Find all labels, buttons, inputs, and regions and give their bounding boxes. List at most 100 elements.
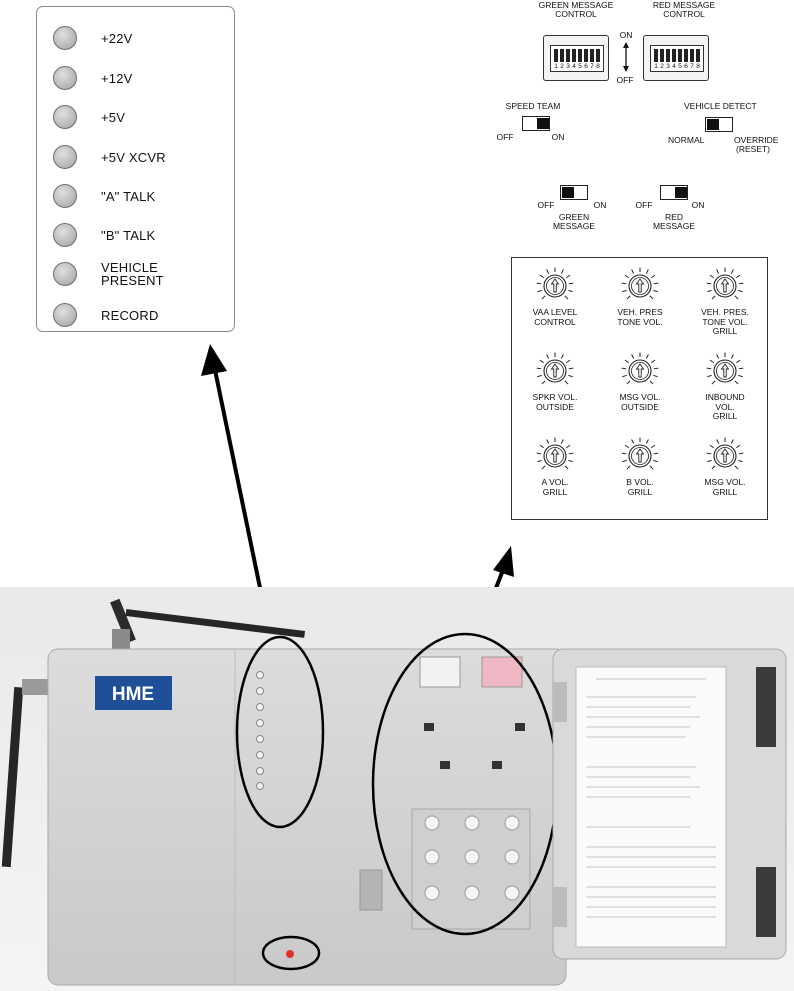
speed-team-title: SPEED TEAM [505, 101, 561, 111]
led-label: +22V [101, 30, 133, 46]
toggle-knob [537, 118, 549, 129]
green-message-toggle[interactable] [560, 185, 588, 200]
dip-key[interactable] [554, 49, 558, 62]
dip-key-number: 8 [696, 63, 700, 70]
green-message-on-label: ON [593, 200, 607, 210]
callout-ellipse-leds [235, 635, 325, 829]
vehicle-detect-normal-label: NORMAL [668, 135, 705, 145]
knob-label: B VOL. GRILL [626, 477, 654, 497]
speed-team-on-label: ON [551, 132, 565, 142]
rotary-knob-icon [706, 437, 744, 470]
knob-inbound-vol-grill[interactable]: INBOUND VOL. GRILL [682, 351, 768, 422]
device-toggle [492, 761, 502, 769]
device-toggle [424, 723, 434, 731]
knob-label: INBOUND VOL. GRILL [705, 392, 745, 421]
device-dip-switch [419, 656, 461, 688]
dip-key[interactable] [572, 49, 576, 62]
dip-key-number: 4 [572, 63, 576, 70]
led-row-a-talk: "A" TALK [53, 183, 155, 209]
vehicle-detect-toggle[interactable] [705, 117, 733, 132]
lid-magnet-strip [756, 867, 776, 937]
device-toggle [515, 723, 525, 731]
knob-msg-vol-grill[interactable]: MSG VOL. GRILL [682, 436, 768, 497]
knob-veh-pres-tone-grill[interactable]: VEH. PRES. TONE VOL. GRILL [682, 266, 768, 337]
knob-vaa-level[interactable]: VAA LEVEL CONTROL [512, 266, 598, 327]
dip-key-number: 1 [654, 63, 658, 70]
volume-knob-panel: VAA LEVEL CONTROL VEH. PRES TONE VOL. VE… [511, 257, 768, 520]
dip-key[interactable] [596, 49, 600, 62]
speed-team-off-label: OFF [496, 132, 514, 142]
toggle-knob [675, 187, 687, 198]
led-indicator-icon [53, 105, 77, 129]
dip-key[interactable] [566, 49, 570, 62]
knob-msg-vol-outside[interactable]: MSG VOL. OUTSIDE [597, 351, 683, 412]
led-row-b-talk: "B" TALK [53, 222, 155, 248]
led-indicator-icon [53, 26, 77, 50]
dip-off-label: OFF [616, 75, 634, 85]
arrow-head-icon [493, 546, 514, 577]
device-photo: HME [0, 587, 794, 991]
dip-key-number: 7 [690, 63, 694, 70]
speed-team-toggle[interactable] [522, 116, 550, 131]
led-row-22v: +22V [53, 25, 133, 51]
dip-key-number: 5 [678, 63, 682, 70]
led-indicator-icon [53, 223, 77, 247]
knob-label: MSG VOL. GRILL [704, 477, 746, 497]
led-row-5v-xcvr: +5V XCVR [53, 144, 166, 170]
dip-key[interactable] [684, 49, 688, 62]
knob-label: SPKR VOL. OUTSIDE [532, 392, 578, 412]
dip-key[interactable] [578, 49, 582, 62]
knob-label: MSG VOL. OUTSIDE [619, 392, 661, 412]
dip-key[interactable] [678, 49, 682, 62]
dip-key[interactable] [560, 49, 564, 62]
led-row-vehicle-present: VEHICLE PRESENT [53, 261, 164, 287]
dip-key-number: 8 [596, 63, 600, 70]
knob-veh-pres-tone[interactable]: VEH. PRES TONE VOL. [597, 266, 683, 327]
dip-key-number: 5 [578, 63, 582, 70]
instruction-card-text-lines [586, 678, 716, 918]
dip-key[interactable] [672, 49, 676, 62]
vehicle-detect-override-label: OVERRIDE (RESET) [734, 135, 779, 154]
dip-key[interactable] [666, 49, 670, 62]
dip-key-number: 4 [672, 63, 676, 70]
green-dip-title: GREEN MESSAGE CONTROL [538, 0, 614, 19]
red-message-label: RED MESSAGE [652, 212, 696, 231]
dip-key-number: 3 [566, 63, 570, 70]
rotary-knob-icon [536, 267, 574, 300]
arrow-head-icon [201, 344, 227, 376]
led-label: "A" TALK [101, 188, 156, 204]
dip-on-label: ON [619, 30, 633, 40]
dip-key[interactable] [696, 49, 700, 62]
dip-key[interactable] [660, 49, 664, 62]
dip-key[interactable] [654, 49, 658, 62]
lid-magnet-strip [756, 667, 776, 747]
green-message-off-label: OFF [537, 200, 555, 210]
led-indicator-icon [53, 184, 77, 208]
brand-logo [95, 676, 172, 710]
lid-hinge [553, 887, 567, 927]
red-message-off-label: OFF [635, 200, 653, 210]
rotary-knob-icon [621, 352, 659, 385]
toggle-knob [562, 187, 574, 198]
red-dip-title: RED MESSAGE CONTROL [652, 0, 716, 19]
green-message-label: GREEN MESSAGE [552, 212, 596, 231]
dip-key-number: 3 [666, 63, 670, 70]
dip-key-number: 7 [590, 63, 594, 70]
dip-key-number: 6 [684, 63, 688, 70]
led-row-5v: +5V [53, 104, 125, 130]
knob-label: VEH. PRES. TONE VOL. GRILL [701, 307, 749, 336]
dip-key[interactable] [690, 49, 694, 62]
dip-key[interactable] [584, 49, 588, 62]
dip-key[interactable] [590, 49, 594, 62]
knob-spkr-vol-outside[interactable]: SPKR VOL. OUTSIDE [512, 351, 598, 412]
knob-b-vol-grill[interactable]: B VOL. GRILL [597, 436, 683, 497]
led-label: +5V [101, 109, 126, 125]
knob-a-vol-grill[interactable]: A VOL. GRILL [512, 436, 598, 497]
red-message-toggle[interactable] [660, 185, 688, 200]
antenna-icon [1, 679, 48, 868]
led-label: +12V [101, 70, 133, 86]
led-indicator-icon [53, 66, 77, 90]
rotary-knob-icon [536, 352, 574, 385]
